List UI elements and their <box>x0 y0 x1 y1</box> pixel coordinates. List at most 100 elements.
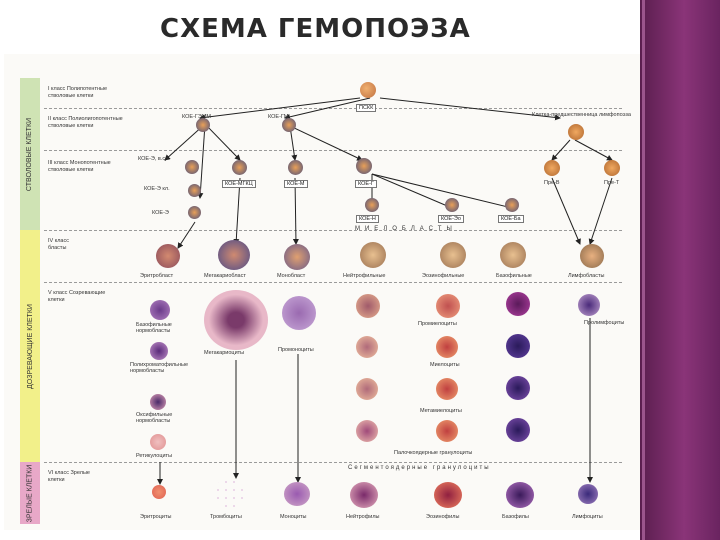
blast-label: Лимфобласты <box>568 273 605 279</box>
cell-metamyelocyte-eo <box>436 378 458 400</box>
cell-koe-g <box>356 158 372 174</box>
class-1-label: I класс Полипотентные стволовые клетки <box>48 86 108 99</box>
node-koe-gemm: КОЕ-ГЭММ <box>182 114 212 120</box>
page-title: СХЕМА ГЕМОПОЭЗА <box>160 14 471 44</box>
cell-promonocyte <box>282 296 316 330</box>
band-maturing <box>20 230 40 462</box>
cell-basophil <box>506 482 534 508</box>
blast-label: Эритробласт <box>140 273 174 279</box>
cell-metamyelocyte-ba <box>506 376 530 400</box>
mature-label: Нейтрофилы <box>346 514 380 520</box>
cell-koe-n <box>365 198 379 212</box>
cell-psk <box>360 82 376 98</box>
class-6-label: VI класс Зрелые клетки <box>48 470 90 483</box>
node-koe-e-bur: КОЕ-Э, в.ср. <box>138 156 170 162</box>
cell-koe-gemm <box>196 118 210 132</box>
separator <box>44 282 622 283</box>
cell-pre-t <box>604 160 620 176</box>
decorative-sidebar <box>640 0 720 540</box>
node-koe-m: КОЕ-М <box>284 180 308 188</box>
band-stem <box>20 78 40 230</box>
label-band: Палочкоядерные гранулоциты <box>394 450 473 456</box>
label-promyelo: Промиелоциты <box>418 321 457 327</box>
diagram-scan <box>4 54 640 530</box>
node-koe-ba: КОЕ-Ба <box>498 215 524 223</box>
mature-label: Тромбоциты <box>210 514 242 520</box>
cell-band-ba <box>506 418 530 442</box>
separator <box>44 108 622 109</box>
mature-label: Лимфоциты <box>572 514 603 520</box>
label-bas-norm: Базофильные нормобласты <box>136 322 172 334</box>
cell-lymphoblast <box>580 244 604 268</box>
node-pre-t: Пре-Т <box>604 180 620 186</box>
mature-label: Эозинофилы <box>426 514 460 520</box>
cell-promyelocyte-ba <box>506 292 530 316</box>
cell-metamyelocyte-n <box>356 378 378 400</box>
cell-baso-myeloblast <box>500 242 526 268</box>
class-3-label: III класс Монопотентные стволовые клетки <box>48 160 111 173</box>
node-psk: ПСКК <box>356 104 377 112</box>
label-retic: Ретикулоциты <box>136 453 173 459</box>
mature-label: Моноциты <box>280 514 307 520</box>
blast-label: Монобласт <box>277 273 306 279</box>
cell-monocyte <box>284 482 310 506</box>
node-lymph-precursor: Клетка-предшественница лимфопоэза <box>532 112 631 118</box>
cell-koe-e <box>188 206 201 219</box>
cell-koe-m <box>288 160 303 175</box>
cell-basophilic-normoblast <box>150 300 170 320</box>
cell-promyelocyte-eo <box>436 294 460 318</box>
cell-prolymphocyte <box>578 294 600 316</box>
cell-promyelocyte-n <box>356 294 380 318</box>
band-mature <box>20 462 40 524</box>
cell-neutro-myeloblast <box>360 242 386 268</box>
cell-erythroblast <box>156 244 180 268</box>
label-metamyelo: Метамиелоциты <box>420 408 462 414</box>
label-prolymph: Пролимфоциты <box>584 320 625 326</box>
cell-eosino-myeloblast <box>440 242 466 268</box>
separator <box>44 230 622 231</box>
label-oxy-norm: Оксифильные нормобласты <box>136 412 173 424</box>
node-koe-mgkc: КОЕ-МГКЦ <box>222 180 256 188</box>
label-segmented: Сегментоядерные гранулоциты <box>348 465 491 471</box>
blast-label: Эозинофильные <box>422 273 465 279</box>
cell-myelocyte-ba <box>506 334 530 358</box>
cell-lymphocyte <box>578 484 598 504</box>
separator <box>44 150 622 151</box>
class-4-label: IV класс бласты <box>48 238 69 251</box>
label-megakar: Мегакариоциты <box>204 350 245 356</box>
node-koe-e: КОЕ-Э <box>152 210 169 216</box>
label-promono: Промоноциты <box>278 347 314 353</box>
cell-polychromatophilic-normoblast <box>150 342 168 360</box>
myeloblasts-label: МИЕЛОБЛАСТЫ <box>355 226 457 232</box>
cell-koe-e-bur <box>185 160 199 174</box>
cell-koe-ba <box>505 198 519 212</box>
cell-myelocyte-eo <box>436 336 458 358</box>
node-koe-eo: КОЕ-Эо <box>438 215 464 223</box>
cell-oxyphilic-normoblast <box>150 394 166 410</box>
separator <box>44 462 622 463</box>
blast-label: Нейтрофильные <box>343 273 386 279</box>
cell-band-n <box>356 420 378 442</box>
cell-erythrocyte <box>152 485 166 499</box>
node-koe-gm: КОЕ-ГМ <box>268 114 289 120</box>
class-2-label: II класс Полиолигопотентные стволовые кл… <box>48 116 123 129</box>
cell-pre-b <box>544 160 560 176</box>
mature-label: Эритроциты <box>140 514 172 520</box>
class-5-label: V класс Созревающие клетки <box>48 290 106 303</box>
blast-label: Мегакариобласт <box>204 273 246 279</box>
node-koe-e-cl: КОЕ-Э кл. <box>144 186 170 192</box>
cell-monoblast <box>284 244 310 270</box>
cell-thrombocytes <box>214 478 244 508</box>
cell-koe-gm <box>282 118 296 132</box>
label-poly-norm: Полихроматофильные нормобласты <box>130 362 188 374</box>
cell-koe-eo <box>445 198 459 212</box>
cell-megakaryocyte <box>204 290 268 350</box>
node-pre-b: Пре-В <box>544 180 560 186</box>
cell-lymph-precursor <box>568 124 584 140</box>
blast-label: Базофильные <box>496 273 532 279</box>
cell-koe-e-cl <box>188 184 201 197</box>
cell-eosinophil <box>434 482 462 508</box>
node-koe-g: КОЕ-Г <box>355 180 377 188</box>
cell-megakaryoblast <box>218 240 250 270</box>
